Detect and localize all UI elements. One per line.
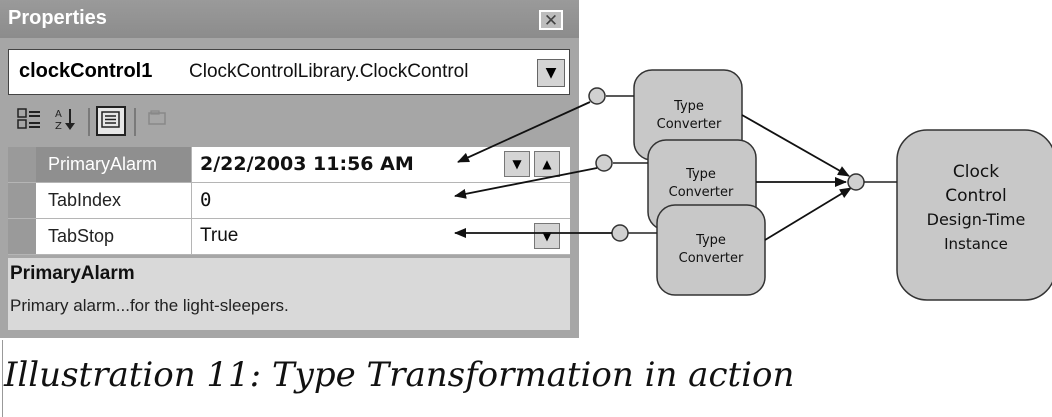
property-name: TabStop [36, 219, 192, 254]
property-value[interactable]: True [200, 225, 239, 246]
property-name: TabIndex [36, 183, 192, 218]
property-value[interactable]: 2/22/2003 11:56 AM [200, 153, 414, 175]
properties-title: Properties [8, 7, 107, 29]
object-name: clockControl1 [19, 60, 153, 82]
description-text: Primary alarm...for the light-sleepers. [10, 296, 289, 315]
properties-title-bar: Properties ✕ [0, 0, 579, 38]
type-converter-label-2: Type Converter [668, 167, 734, 200]
instance-port [847, 173, 865, 191]
property-row-tabindex[interactable]: TabIndex 0 [8, 183, 570, 219]
description-title: PrimaryAlarm [10, 263, 135, 284]
categorized-icon[interactable] [14, 106, 44, 136]
chevron-down-icon[interactable]: ▼ [534, 223, 560, 249]
chevron-up-icon[interactable]: ▲ [534, 151, 560, 177]
property-row-primaryalarm[interactable]: PrimaryAlarm 2/22/2003 11:56 AM ▼ ▲ [8, 147, 570, 183]
property-name: PrimaryAlarm [36, 147, 192, 182]
object-type: ClockControlLibrary.ClockControl [189, 61, 469, 82]
property-grid: PrimaryAlarm 2/22/2003 11:56 AM ▼ ▲ TabI… [8, 147, 570, 255]
arrow-box3-to-hub [764, 187, 852, 241]
clock-control-instance-label: Clock Control Design-Time Instance [926, 162, 1026, 253]
chevron-down-icon[interactable]: ▼ [504, 151, 530, 177]
description-pane: PrimaryAlarm Primary alarm...for the lig… [8, 258, 570, 330]
events-icon[interactable] [142, 106, 172, 136]
properties-view-icon[interactable] [96, 106, 126, 136]
type-converter-label-1: Type Converter [656, 99, 722, 132]
object-selector[interactable]: clockControl1 ClockControlLibrary.ClockC… [8, 49, 570, 95]
converter-port-3 [611, 224, 629, 242]
arrow-box1-to-hub [741, 114, 850, 177]
close-icon[interactable]: ✕ [539, 10, 563, 31]
converter-port-1 [588, 87, 606, 105]
chevron-down-icon[interactable]: ▼ [537, 59, 565, 87]
svg-text:Z: Z [55, 121, 62, 132]
figure-caption: Illustration 11: Type Transformation in … [4, 355, 795, 395]
type-converter-label-3: Type Converter [678, 233, 744, 266]
converter-port-2 [595, 154, 613, 172]
property-row-tabstop[interactable]: TabStop True ▼ [8, 219, 570, 255]
properties-window: Properties ✕ clockControl1 ClockControlL… [0, 0, 579, 338]
svg-text:A: A [55, 109, 62, 120]
property-value[interactable]: 0 [200, 189, 212, 211]
